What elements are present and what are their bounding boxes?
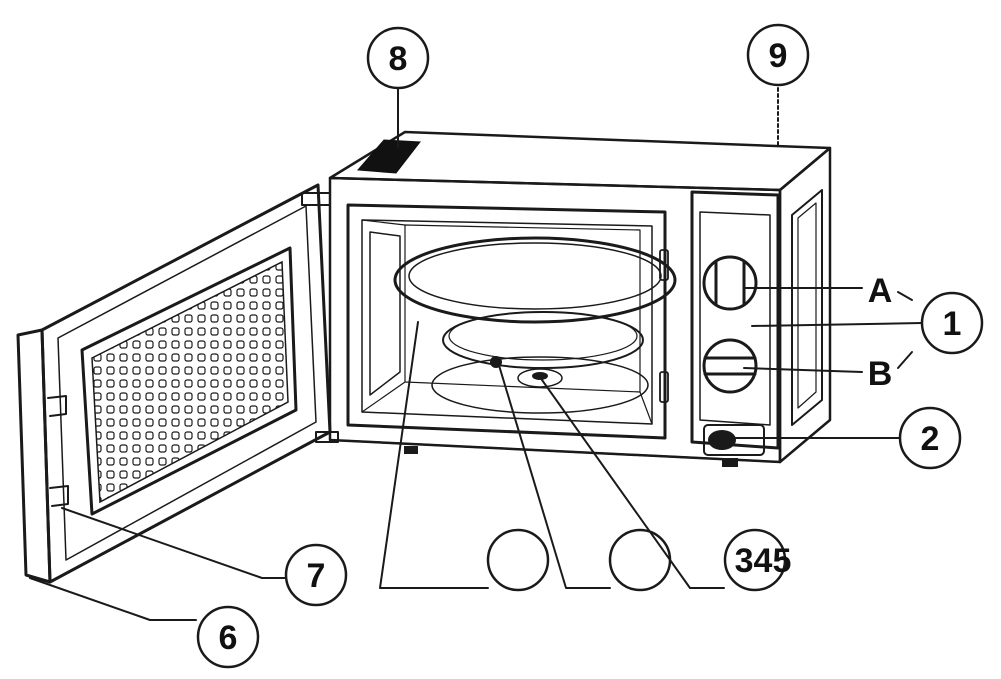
callout-B: B [868,355,893,393]
callout-B-label: B [868,355,893,393]
callout-9: 9 [746,23,810,87]
callout-1-label: 1 [943,305,962,343]
callout-8: 8 [366,26,430,90]
callout-345: 345 [723,528,792,592]
callout-6-label: 6 [219,619,238,657]
leader-lines [29,87,923,621]
callout-blank-mid [608,528,672,592]
door [16,183,339,584]
power-knob [702,255,758,311]
control-panel [690,190,780,456]
timer-knob [702,338,758,394]
callout-9-label: 9 [769,37,788,75]
turntable-shaft [431,356,649,414]
callout-blank-left [486,528,550,592]
callout-1: 1 [920,291,984,355]
oven-cavity [346,203,669,440]
callout-A: A [868,272,893,310]
callout-345-label: 345 [735,542,792,580]
callout-7: 7 [284,543,348,607]
callout-6: 6 [196,605,260,669]
callout-2: 2 [898,406,962,470]
door-release-button [703,424,765,456]
callout-7-label: 7 [307,557,326,595]
callout-2-label: 2 [921,420,940,458]
roller-ring [442,311,644,369]
callout-8-label: 8 [389,40,408,78]
glass-tray [393,236,677,324]
top-vent-label [356,139,421,174]
microwave-body [328,130,832,467]
callout-A-label: A [868,272,893,310]
